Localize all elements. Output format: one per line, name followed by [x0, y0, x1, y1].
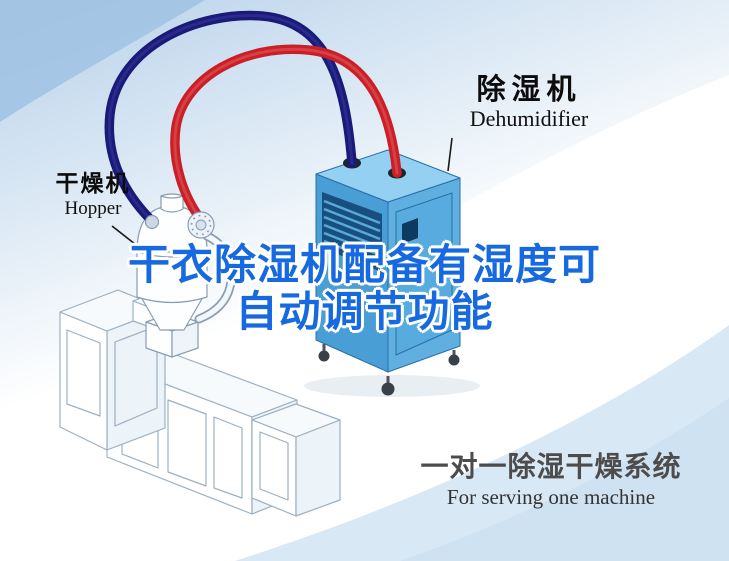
bottom-caption: 一对一除湿干燥系统 For serving one machine [406, 450, 696, 510]
headline-line-2: 自动调节功能 [235, 288, 494, 335]
dehumidifier-leader-line [447, 137, 453, 172]
hopper-leader-line [111, 225, 141, 249]
caption-en: For serving one machine [446, 485, 656, 509]
cabinet-grille [322, 192, 382, 272]
caption-zh: 一对一除湿干燥系统 [420, 451, 682, 482]
red-air-hose-highlight [173, 47, 399, 223]
background-corner-accent [0, 0, 205, 122]
cabinet-label-sticker [334, 292, 356, 312]
blue-hose-collar [144, 214, 160, 230]
machine-end-side [295, 419, 341, 517]
cabinet-grille-slats [323, 199, 381, 265]
hopper-pipe-inner [196, 233, 235, 322]
dehumidifier-cabinet-illustration [315, 149, 461, 396]
caster-wheel-1 [318, 350, 330, 362]
caster-wheel-3 [448, 354, 460, 366]
hopper-label: 干燥机 Hopper [44, 170, 142, 220]
cabinet-display-window [402, 218, 418, 244]
hopper-cap-rim [160, 195, 184, 199]
machine-leftbox-panel [66, 329, 101, 417]
cabinet-knob-2 [405, 269, 411, 275]
hopper-base-side [171, 321, 199, 358]
dehumidifier-label-en: Dehumidifier [469, 106, 589, 131]
hopper-label-zh: 干燥机 [55, 170, 131, 196]
hopper-label-en: Hopper [64, 198, 122, 219]
caster-wheel-2 [381, 382, 395, 396]
hopper-seam [136, 251, 208, 258]
hopper-cap [160, 193, 184, 213]
machine-panel-2 [167, 399, 207, 487]
blue-air-hose-highlight [107, 14, 354, 223]
background-band-bottom [400, 398, 729, 561]
headline-line-1: 干衣除湿机配备有湿度可 [127, 241, 601, 288]
cabinet-knob-1 [405, 259, 411, 265]
machine-leftbox-sidepanel [114, 325, 158, 427]
machine-end-panel [259, 431, 289, 501]
hopper-body [136, 251, 208, 304]
dehumidifier-label: 除湿机 Dehumidifier [450, 74, 608, 132]
headline-title: 干衣除湿机配备有湿度可 自动调节功能 [0, 241, 729, 335]
dehumidifier-label-zh: 除湿机 [476, 74, 582, 106]
drying-hopper-illustration [136, 193, 237, 358]
machine-panel-3 [213, 416, 243, 499]
flange-center [195, 219, 207, 231]
flange-bolt-ring [190, 214, 212, 236]
